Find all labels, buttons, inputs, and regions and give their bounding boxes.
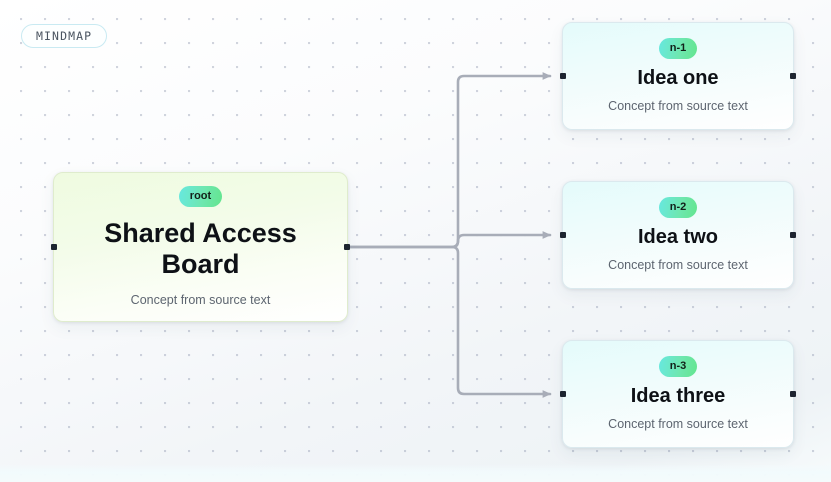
handle-right-n-1[interactable] — [790, 73, 796, 79]
node-subtitle-n-3: Concept from source text — [608, 417, 748, 432]
node-subtitle-root: Concept from source text — [130, 293, 271, 308]
node-n-2[interactable]: n-2 Idea two Concept from source text — [560, 181, 796, 289]
node-n-1[interactable]: n-1 Idea one Concept from source text — [560, 22, 796, 130]
canvas-bottom-band — [0, 464, 831, 482]
edge-root-to-n-1 — [346, 72, 552, 249]
handle-left-n-1[interactable] — [560, 73, 566, 79]
handle-left-root[interactable] — [51, 244, 57, 250]
node-title-n-1: Idea one — [637, 66, 719, 89]
node-title-n-3: Idea three — [630, 384, 726, 407]
node-badge-root: root — [178, 185, 223, 207]
edge-root-to-n-2 — [346, 231, 552, 249]
mindmap-type-badge: MINDMAP — [21, 24, 108, 48]
handle-right-root[interactable] — [344, 244, 350, 250]
node-root[interactable]: root Shared Access Board Concept from so… — [51, 172, 350, 322]
edge-root-to-n-3 — [346, 245, 552, 398]
handle-left-n-2[interactable] — [560, 232, 566, 238]
handle-right-n-2[interactable] — [790, 232, 796, 238]
node-badge-n-2: n-2 — [658, 196, 698, 218]
node-title-root: Shared Access Board — [104, 217, 297, 279]
node-subtitle-n-1: Concept from source text — [608, 99, 748, 114]
node-badge-n-3: n-3 — [658, 355, 698, 377]
handle-left-n-3[interactable] — [560, 391, 566, 397]
node-title-n-2: Idea two — [637, 225, 718, 248]
node-n-3[interactable]: n-3 Idea three Concept from source text — [560, 340, 796, 448]
node-badge-n-1: n-1 — [658, 37, 698, 59]
handle-right-n-3[interactable] — [790, 391, 796, 397]
node-subtitle-n-2: Concept from source text — [608, 258, 748, 273]
